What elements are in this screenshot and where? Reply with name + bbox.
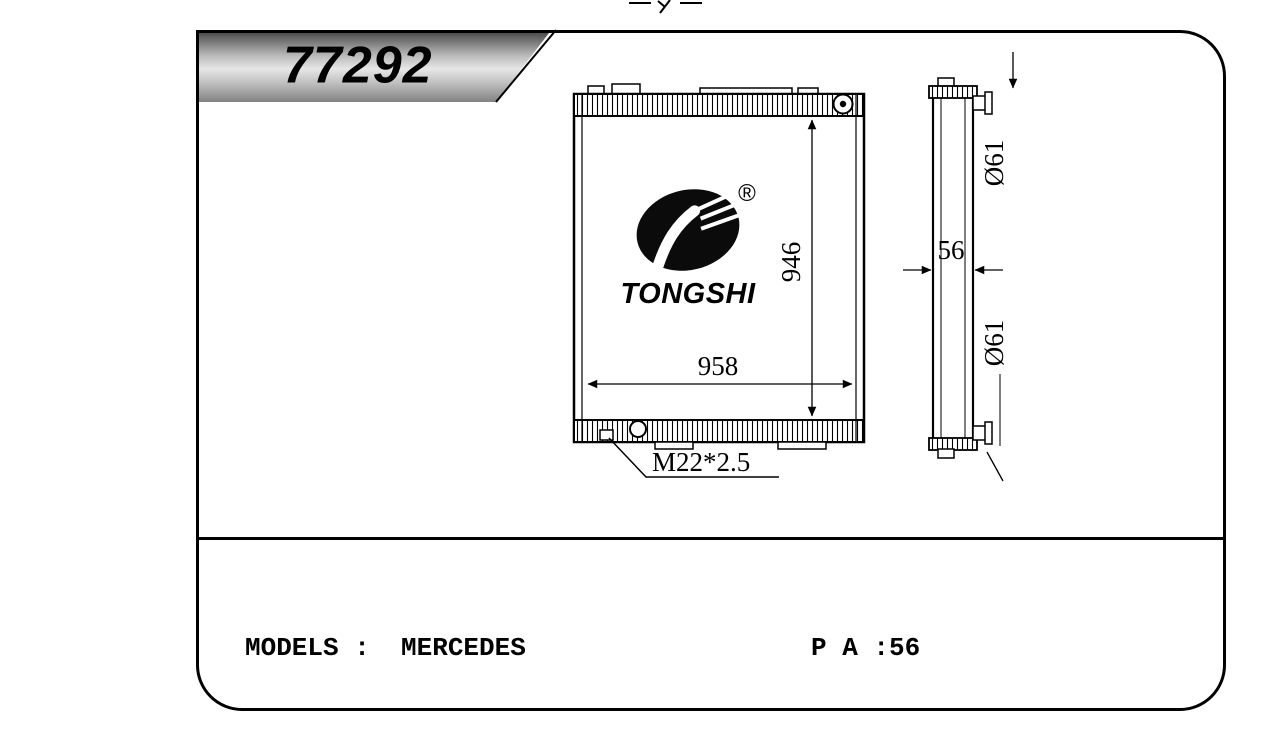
part-number-banner: 77292 [199,33,549,102]
spec-models: MODELS : MERCEDES [245,633,526,663]
spec-pa: P A :56 [811,633,921,663]
cropped-text-artifact [629,0,702,14]
separator-line [199,537,1223,540]
specs-right-column: P A :56 DPI : OEM : NISSENS : [811,561,951,737]
product-card: MODELS : MERCEDES CORE SIZE : 946*958 TA… [196,30,1226,711]
part-number: 77292 [283,36,433,95]
specs-left-column: MODELS : MERCEDES CORE SIZE : 946*958 TA… [245,561,588,737]
